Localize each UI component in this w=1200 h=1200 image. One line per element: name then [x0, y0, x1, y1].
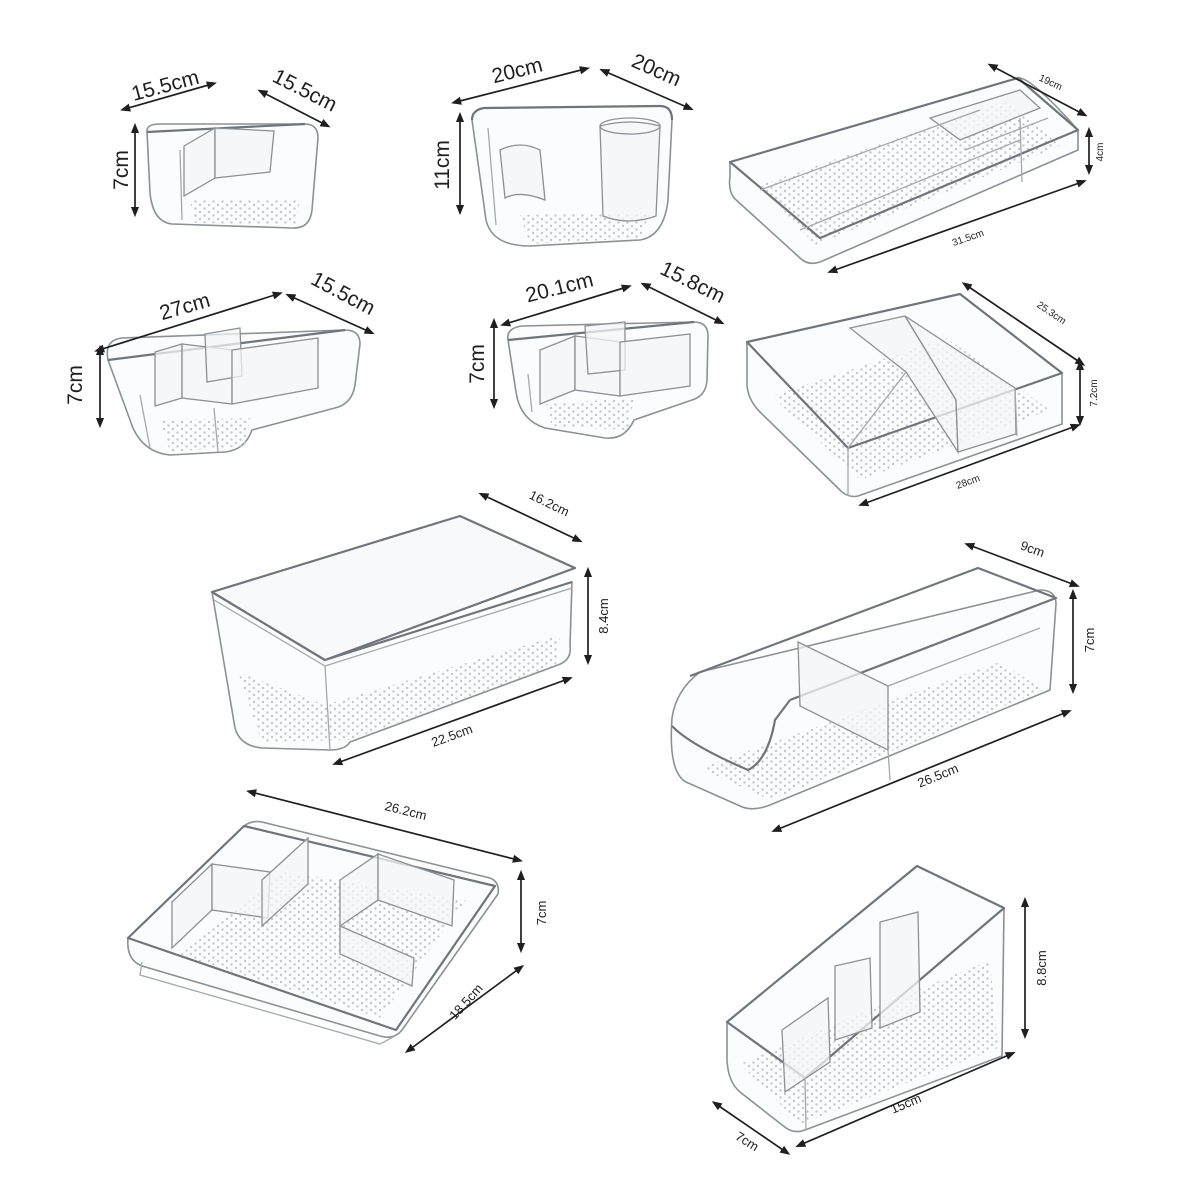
organizer-9-width-dim	[246, 789, 523, 863]
organizer-2-height-label: 11cm	[431, 140, 454, 190]
organizer-4-width-dim	[94, 291, 283, 353]
organizer-9: 26.2cm 7cm 18.5cm	[126, 789, 549, 1054]
organizer-8-bin	[670, 566, 1058, 810]
organizer-6-length-dim	[858, 423, 1081, 507]
organizer-5: 20.1cm 15.8cm 7cm	[466, 257, 729, 439]
organizer-6-height-label: 7.2cm	[1089, 379, 1100, 406]
organizer-7-bin	[210, 514, 577, 751]
organizer-6-depth-label: 25.3cm	[1034, 300, 1067, 327]
organizer-3-height-label: 4cm	[1095, 143, 1106, 162]
organizer-7-length-dim	[332, 676, 573, 766]
organizer-7-length-label: 22.5cm	[429, 721, 474, 750]
organizer-6-bin	[745, 292, 1064, 498]
organizer-8-height-label: 7cm	[1082, 628, 1097, 653]
organizer-2: 20cm 20cm 11cm	[431, 49, 694, 247]
organizer-9-width-label: 26.2cm	[383, 798, 428, 823]
organizer-5-bin	[506, 320, 709, 439]
organizer-1-bin	[146, 122, 319, 229]
organizer-1-width-dim	[120, 81, 217, 112]
organizer-8-depth-dim	[964, 542, 1080, 588]
organizer-9-depth-dim	[404, 964, 525, 1054]
organizer-7-depth-dim	[478, 492, 583, 543]
organizer-7: 16.2cm 8.4cm 22.5cm	[210, 487, 611, 766]
organizer-4-width-label: 27cm	[157, 289, 213, 325]
organizer-10-bin	[725, 864, 1006, 1133]
organizer-5-depth-label: 15.8cm	[657, 257, 729, 308]
organizer-5-width-label: 20.1cm	[523, 268, 595, 307]
organizer-3-length-label: 31.5cm	[951, 228, 986, 249]
organizer-5-depth-dim	[640, 282, 725, 325]
organizer-9-height-label: 7cm	[534, 901, 549, 926]
organizer-2-width-dim	[451, 66, 590, 105]
organizer-7-depth-label: 16.2cm	[527, 487, 572, 519]
organizer-4-height-label: 7cm	[64, 365, 87, 405]
organizer-10-height-label: 8.8cm	[1034, 950, 1049, 985]
organizer-3-length-dim	[827, 179, 1087, 274]
organizer-9-bin	[126, 820, 500, 1045]
organizer-1-height-label: 7cm	[110, 150, 133, 190]
organizer-7-lid	[210, 514, 577, 662]
organizer-4: 27cm 15.5cm 7cm	[64, 267, 379, 456]
organizer-4-depth-label: 15.5cm	[307, 267, 379, 320]
organizer-1-depth-dim	[257, 89, 331, 128]
organizer-4-depth-dim	[285, 293, 375, 335]
organizer-1-depth-label: 15.5cm	[269, 65, 341, 117]
organizer-6-depth-dim	[961, 282, 1086, 366]
organizer-9-depth-label: 18.5cm	[446, 981, 486, 1023]
organizer-2-bin	[470, 104, 674, 247]
organizer-3: 19cm 4cm 31.5cm	[728, 63, 1106, 274]
organizer-3-depth-dim	[987, 63, 1088, 117]
organizer-10-length-dim	[795, 1051, 1016, 1148]
organizer-2-width-label: 20cm	[490, 53, 545, 88]
organizer-3-depth-label: 19cm	[1037, 73, 1064, 93]
organizer-10: 8.8cm 7cm 15cm	[711, 864, 1049, 1155]
organizer-10-depth-dim	[711, 1101, 791, 1155]
organizer-4-bin	[106, 327, 361, 456]
organizer-6-length-label: 28cm	[955, 473, 982, 492]
organizer-7-height-label: 8.4cm	[596, 598, 611, 633]
organizer-6: 25.3cm 7.2cm 28cm	[745, 282, 1100, 507]
organizer-8-length-dim	[771, 710, 1072, 832]
organizer-3-bin	[728, 76, 1080, 265]
organizer-1: 15.5cm 15.5cm 7cm	[110, 65, 341, 229]
organizer-2-depth-dim	[599, 68, 694, 111]
organizer-8: 9cm 7cm 26.5cm	[670, 538, 1097, 832]
organizer-8-depth-label: 9cm	[1018, 538, 1046, 560]
organizer-5-width-dim	[500, 284, 632, 327]
organizer-1-width-label: 15.5cm	[129, 66, 201, 106]
organizer-5-height-label: 7cm	[466, 344, 489, 384]
